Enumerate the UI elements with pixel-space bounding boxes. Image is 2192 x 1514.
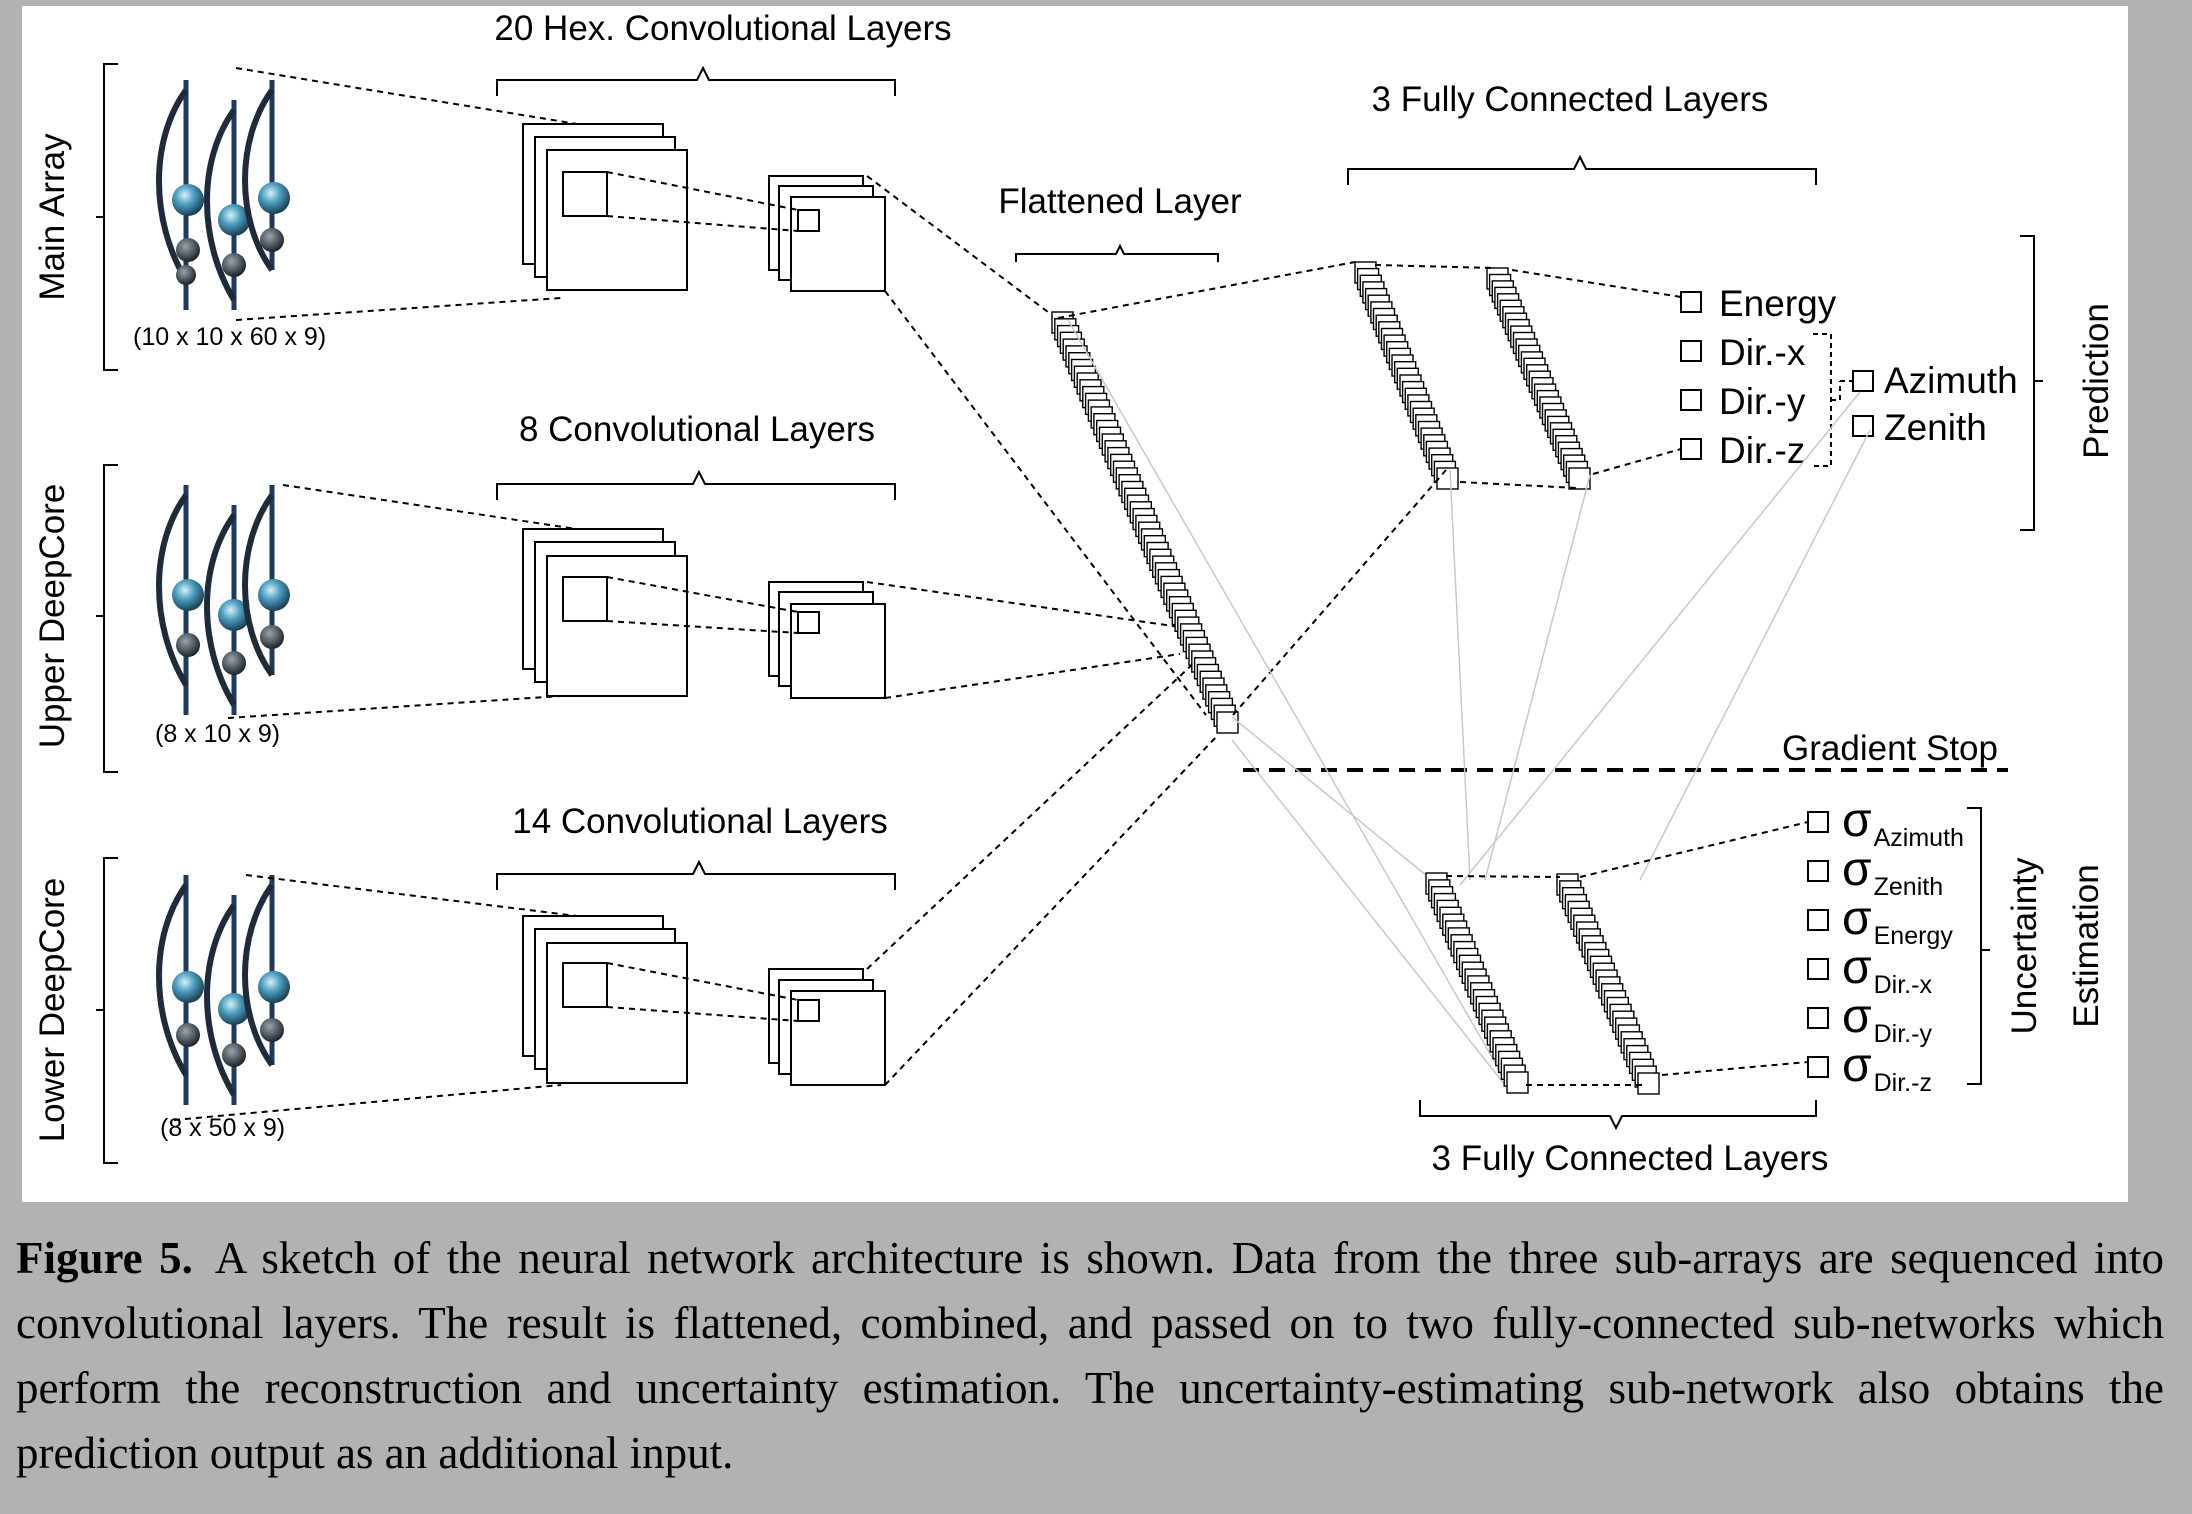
main-array-dims: (10 x 10 x 60 x 9): [133, 323, 326, 351]
lower-conv-brace: [496, 859, 896, 890]
upper-deepcore-bracket: [96, 464, 118, 773]
main-array-label: Main Array: [33, 133, 72, 301]
zenith-node: [1852, 415, 1874, 437]
lower-conv-stack-small: [768, 968, 886, 1086]
fc-top-connections: [1057, 261, 1682, 716]
gradient-stop-label: Gradient Stop: [1782, 729, 1998, 768]
lower-conv-header: 14 Convolutional Layers: [512, 802, 888, 841]
upper-conv-brace: [496, 469, 896, 500]
figure-panel: Main Array (10 x 10 x 60 x 9) 20 Hex. Co…: [22, 6, 2128, 1202]
dir-y-output-label: Dir.-y: [1719, 381, 1806, 422]
lower-conv-stack-large: [522, 915, 688, 1084]
energy-output-label: Energy: [1719, 283, 1837, 324]
upper-deepcore-row: Upper DeepCore (8 x 10 x 9) 8 Convolutio…: [33, 410, 1181, 773]
lower-deepcore-label: Lower DeepCore: [33, 878, 72, 1143]
main-conv-stack-small: [768, 175, 886, 292]
sigma-output-node: [1807, 811, 1829, 833]
flattened-layer-brace: [1015, 243, 1219, 262]
fc-top-brace: [1347, 154, 1817, 185]
sigma-output-node: [1807, 1007, 1829, 1029]
fc-top-layer-1: [1354, 261, 1459, 490]
sigma-output-node: [1807, 1056, 1829, 1078]
main-conv-header: 20 Hex. Convolutional Layers: [494, 9, 951, 48]
upper-deepcore-label: Upper DeepCore: [33, 484, 72, 749]
azimuth-node: [1852, 370, 1874, 392]
flattened-layer-cells: [1051, 311, 1239, 734]
neuron-cell: [1568, 467, 1591, 490]
prediction-network: 3 Fully Connected Layers Energy Dir.-x D…: [1057, 80, 2116, 716]
sigma-output-node: [1807, 860, 1829, 882]
lower-deepcore-bracket: [96, 857, 118, 1164]
sigma-output-node: [1807, 909, 1829, 931]
main-array-bracket: [96, 63, 118, 371]
upper-conv-header: 8 Convolutional Layers: [519, 410, 875, 449]
uncertainty-outputs: σAzimuthσZenithσEnergyσDir.-xσDir.-yσDir…: [1807, 794, 1964, 1097]
fc-top-layer-2: [1486, 267, 1591, 490]
neuron-cell: [1436, 467, 1459, 490]
upper-conv-projection: [227, 484, 1181, 719]
detector-strings-icon: [156, 485, 290, 715]
upper-conv-stack-small: [768, 581, 886, 699]
neuron-cell: [1637, 1072, 1660, 1095]
fc-bottom-layer-2: [1556, 873, 1660, 1095]
faint-cross-connections: [1067, 319, 1871, 1086]
main-conv-projection: [235, 67, 1207, 716]
fc-bottom-label: 3 Fully Connected Layers: [1432, 1139, 1829, 1178]
detector-strings-icon: [156, 80, 290, 310]
flattened-layer-label: Flattened Layer: [998, 182, 1242, 221]
fc-bottom-layer-1: [1425, 872, 1529, 1094]
sigma-output-node: [1807, 958, 1829, 980]
dir-z-output-node: [1680, 438, 1702, 460]
neuron-cell: [1506, 1071, 1529, 1094]
energy-output-node: [1680, 291, 1702, 313]
main-array-row: Main Array (10 x 10 x 60 x 9) 20 Hex. Co…: [33, 9, 1207, 716]
lower-deepcore-row: Lower DeepCore (8 x 50 x 9) 14 Convoluti…: [33, 661, 1219, 1164]
dir-y-output-node: [1680, 389, 1702, 411]
figure-caption: Figure 5.A sketch of the neural network …: [16, 1226, 2164, 1486]
direction-bracket: [1813, 333, 1852, 467]
uncertainty-label-line2: Estimation: [2067, 864, 2106, 1027]
dir-x-output-label: Dir.-x: [1719, 332, 1806, 373]
dir-x-output-node: [1680, 340, 1702, 362]
neuron-cell: [1216, 711, 1239, 734]
prediction-label: Prediction: [2077, 303, 2116, 459]
flattened-layer-group: Flattened Layer: [998, 182, 1242, 734]
upper-conv-stack-large: [522, 528, 688, 697]
main-conv-brace: [496, 65, 896, 96]
gradient-stop: Gradient Stop: [1243, 729, 2008, 772]
lower-deepcore-dims: (8 x 50 x 9): [160, 1114, 285, 1142]
lower-conv-projection: [173, 661, 1219, 1121]
caption-label: Figure 5.: [16, 1233, 193, 1283]
main-conv-stack-large: [522, 123, 688, 291]
prediction-bracket: [2020, 235, 2043, 531]
upper-deepcore-dims: (8 x 10 x 9): [155, 720, 280, 748]
fc-bottom-brace: [1419, 1100, 1817, 1131]
azimuth-label: Azimuth: [1884, 360, 2018, 401]
uncertainty-bracket: [1967, 807, 1990, 1085]
fc-top-label: 3 Fully Connected Layers: [1372, 80, 1769, 119]
detector-strings-icon: [156, 875, 290, 1105]
uncertainty-label-line1: Uncertainty: [2005, 857, 2044, 1035]
dir-z-output-label: Dir.-z: [1719, 430, 1805, 471]
caption-text: A sketch of the neural network architect…: [16, 1233, 2164, 1478]
prediction-outputs: Energy Dir.-x Dir.-y Dir.-z Azimuth Zeni…: [1680, 283, 2018, 471]
fc-bottom-connections: [1445, 821, 1809, 1086]
zenith-label: Zenith: [1884, 407, 1987, 448]
architecture-diagram: Main Array (10 x 10 x 60 x 9) 20 Hex. Co…: [33, 9, 2116, 1178]
